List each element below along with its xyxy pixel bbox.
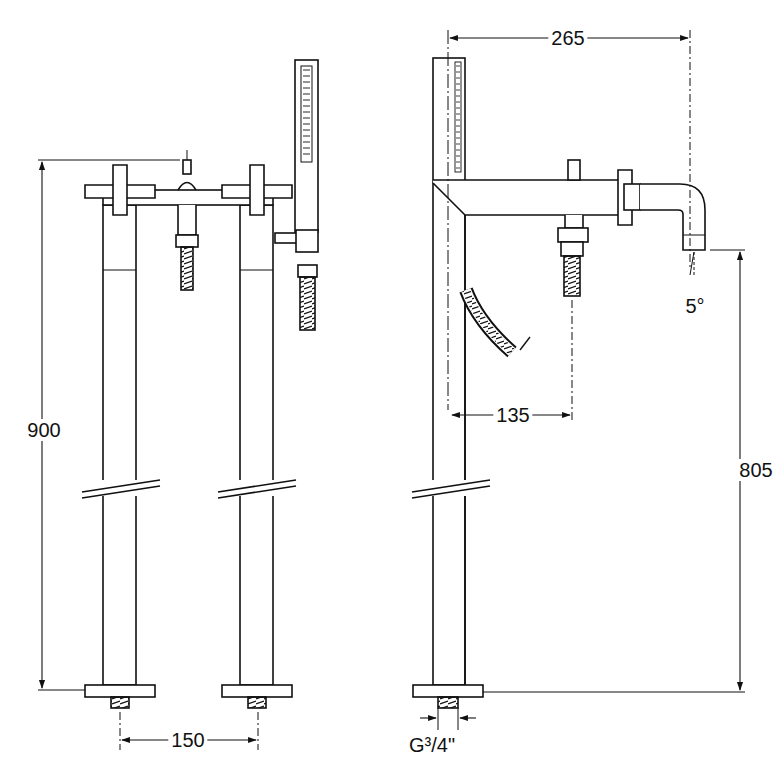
dimension-label: 900: [24, 419, 63, 441]
dimension-label: 5°: [682, 295, 707, 317]
dimension-label: 265: [548, 27, 587, 49]
dimension-label: G³/4": [406, 734, 458, 756]
dimension-label: 805: [736, 459, 775, 481]
dimension-label: 135: [493, 404, 532, 426]
dimension-label: 150: [168, 729, 207, 751]
